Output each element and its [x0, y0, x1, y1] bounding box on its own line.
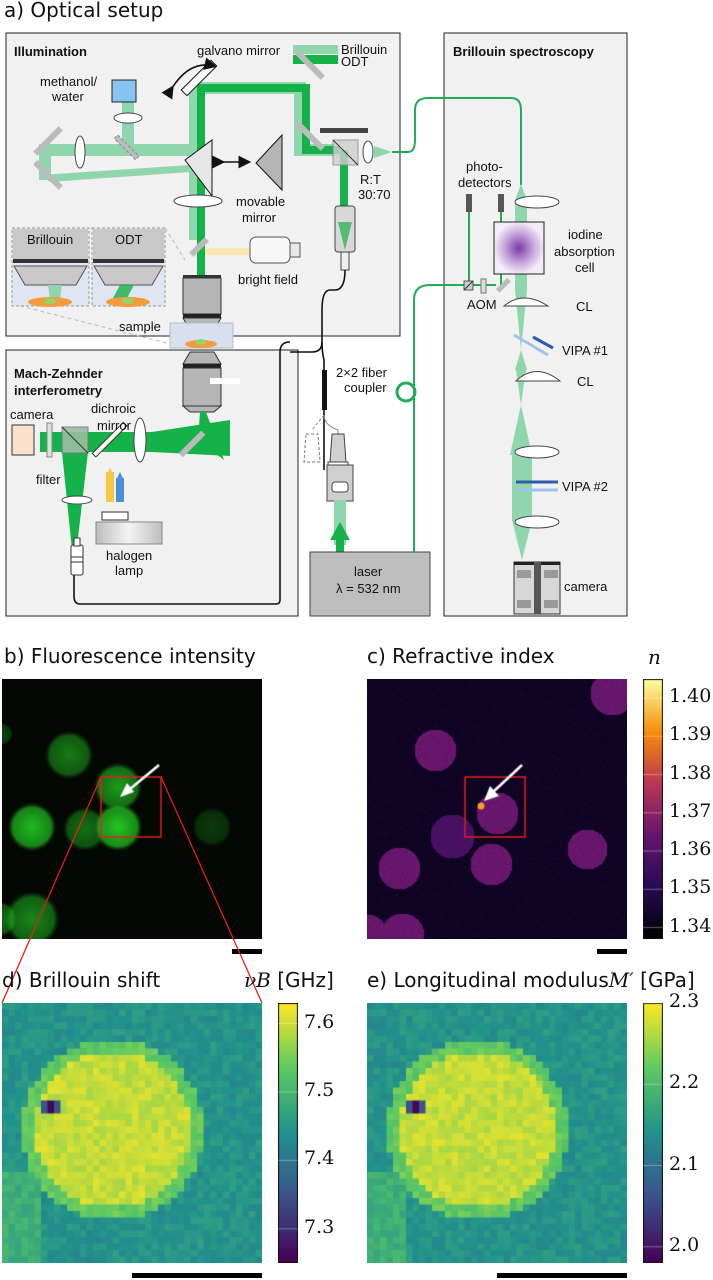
colorbar-tick-label: 1.35 [669, 876, 712, 899]
colorbar-tick-label: 2.0 [669, 1233, 700, 1256]
colorbar-tick-label: 2.3 [669, 990, 700, 1012]
prism-fixed [184, 139, 213, 198]
colorbar-tick-label: 7.5 [304, 1078, 335, 1101]
panel-a-title: a) Optical setup [4, 0, 164, 22]
colorbar-tick-label: 1.37 [669, 799, 712, 822]
methanol-label-2: water [51, 89, 84, 104]
nu-b-symbol: νB [244, 968, 271, 992]
dichroic-mirror [91, 421, 128, 458]
upper-objective [182, 277, 222, 315]
colorbar-tick-label: 2.1 [669, 1152, 700, 1175]
colorbar-tick-label: 1.34 [669, 914, 712, 937]
iodine-label-1: iodine [568, 227, 603, 242]
optical-setup-diagram: Illumination Mach-Zehnder interferometry… [5, 32, 628, 617]
colorbar-c [643, 679, 663, 939]
photo-label-2: detectors [458, 175, 512, 190]
halogen-lamp [95, 521, 163, 545]
scale-bar-b [232, 949, 262, 954]
halogen-label-1: halogen [106, 548, 152, 563]
camera-spec-label: camera [564, 579, 608, 594]
photodetector-2 [498, 194, 504, 212]
panel-e-title: e) Longitudinal modulusM′ [GPa] [367, 968, 695, 992]
legend-odt-swatch [293, 55, 338, 64]
methanol-cuvette [111, 79, 137, 103]
aom [480, 278, 487, 294]
fluorescence-image [2, 679, 262, 939]
iodine-label-2: absorption [554, 244, 615, 259]
colorbar-d [278, 1003, 298, 1263]
colorbar-tick-label: 7.3 [304, 1215, 335, 1238]
inset-odt-label: ODT [115, 232, 143, 247]
iodine-cell [493, 221, 545, 275]
methanol-label-1: methanol/ [40, 74, 97, 89]
illumination-heading: Illumination [14, 44, 87, 59]
refractive-index-image [367, 679, 627, 939]
scale-bar-c [597, 949, 627, 954]
mzi-camera [11, 424, 35, 456]
colorbar-tick-label: 7.6 [304, 1010, 335, 1033]
colorbar-tick-label: 1.36 [669, 838, 712, 861]
legend-brillouin-label: Brillouin [341, 42, 387, 57]
longitudinal-modulus-map [367, 1003, 627, 1263]
mzi-heading-2: interferometry [14, 383, 103, 398]
rt-label-2: 30:70 [358, 187, 391, 202]
colorbar-tick-label: 1.39 [669, 723, 712, 746]
dichroic-label-2: mirror [97, 418, 132, 433]
vipa-2-label: VIPA #2 [562, 479, 608, 494]
panel-b-title: b) Fluorescence intensity [4, 644, 256, 668]
mzi-camera-label: camera [10, 407, 54, 422]
colorbar-d-unit: [GHz] [277, 968, 334, 992]
lower-objective [182, 367, 222, 407]
legend-brillouin-swatch [293, 45, 338, 54]
halogen-label-2: lamp [115, 563, 143, 578]
photodetector-1 [466, 194, 472, 212]
aom-label: AOM [467, 297, 497, 312]
coupler-label-1: 2×2 fiber [336, 365, 388, 380]
inset-brillouin-label: Brillouin [27, 232, 73, 247]
photo-label-1: photo- [466, 159, 503, 174]
panel-e-title-text: e) Longitudinal modulus [367, 968, 609, 992]
movable-label-1: movable [236, 194, 285, 209]
colorbar-c-label: n [648, 645, 661, 669]
bright-field-label: bright field [238, 272, 298, 287]
colorbar-e [643, 1003, 663, 1263]
colorbar-tick-label: 1.40 [669, 685, 712, 708]
brillouin-shift-map [2, 1003, 262, 1263]
colorbar-tick-label: 1.38 [669, 761, 712, 784]
vipa-1-label: VIPA #1 [562, 343, 608, 358]
coupler-label-2: coupler [344, 380, 387, 395]
colorbar-tick-label: 7.4 [304, 1147, 335, 1170]
spectroscopy-heading: Brillouin spectroscopy [453, 44, 595, 59]
legend-odt-label: ODT [341, 54, 369, 69]
iodine-label-3: cell [575, 260, 595, 275]
cl-label-2: CL [577, 374, 594, 389]
modulus-symbol: M′ [608, 968, 634, 992]
scale-bar-e [497, 1273, 627, 1278]
dichroic-label-1: dichroic [91, 401, 136, 416]
panel-c-title: c) Refractive index [367, 644, 555, 668]
mzi-heading-1: Mach-Zehnder [14, 366, 103, 381]
movable-mirror-prism [255, 133, 283, 192]
laser-label-2: λ = 532 nm [336, 581, 401, 596]
fiber-coupler [322, 370, 327, 410]
colorbar-e-unit: [GPa] [640, 968, 695, 992]
laser-label-1: laser [354, 564, 383, 579]
colorbar-d-label: νB [GHz] [244, 968, 334, 992]
cl-label-1: CL [576, 299, 593, 314]
scale-bar-d [132, 1273, 262, 1278]
bright-field-camera [249, 236, 291, 264]
rt-label-1: R:T [360, 172, 381, 187]
galvano-label: galvano mirror [197, 43, 281, 58]
mzi-box [5, 349, 299, 617]
filter-label: filter [36, 472, 61, 487]
laser-box [309, 551, 431, 617]
panel-d-title: d) Brillouin shift [2, 968, 161, 992]
colorbar-tick-label: 2.2 [669, 1071, 700, 1094]
spectroscopy-box [443, 32, 628, 617]
sample-label: sample [119, 319, 161, 334]
movable-label-2: mirror [242, 210, 277, 225]
